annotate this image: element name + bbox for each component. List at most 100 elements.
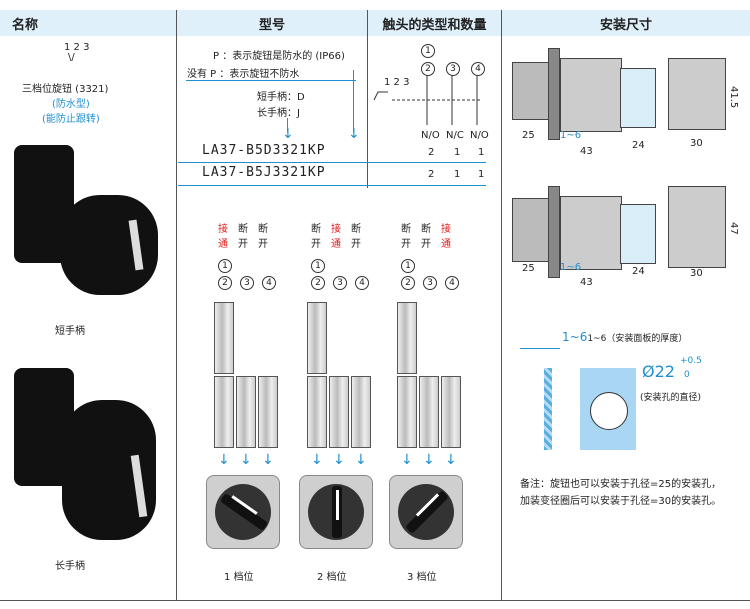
knob-front-view [299,475,373,549]
contact-circle-1: 1 [218,259,232,273]
thickness-line [520,348,560,349]
contact-circle-1: 1 [311,259,325,273]
arrow-down-icon: ↓ [240,452,252,468]
position-label: 3 档位 [407,572,437,583]
dim-41-5: 41.5 [728,86,739,109]
contact-circle-4: 4 [471,56,485,76]
dim-24: 24 [632,140,645,151]
contact-block [307,376,327,448]
panel [548,186,560,278]
divider [501,10,502,601]
contact-schematic [373,75,482,125]
contact-circle: 2 [218,276,232,290]
arrow-down-icon: ↓ [262,452,274,468]
arrow-down-icon: ↓ [401,452,413,468]
position-label: 2 档位 [317,572,347,583]
count: 1 [454,169,461,180]
count: 1 [478,147,485,158]
row-line [178,185,486,186]
dim-30: 30 [690,268,703,279]
panel-thickness-label: 1~61~6（安装面板的厚度） [562,330,688,344]
contact-block-top [214,302,234,374]
state-label: 接 [331,224,341,235]
contact-block-top [307,302,327,374]
state-label: 开 [421,239,431,250]
state-label: 通 [331,239,341,250]
front-view [668,58,726,130]
tolerance-zero: 0 [684,370,690,380]
dim-25: 25 [522,130,535,141]
body-side [560,58,622,132]
type-no: N/O [470,130,489,141]
long-code: 长手柄：J [257,108,300,119]
contact-circle: 4 [445,276,459,290]
arrow-down-icon: ↓ [445,452,457,468]
state-label: 断 [311,224,321,235]
header-name: 名称 [0,10,176,36]
header-mount: 安装尺寸 [502,10,750,36]
state-label: 通 [441,239,451,250]
anti-rotate-label: (能防止跟转) [42,114,100,125]
contact-circle-1: 1 [401,259,415,273]
diagram-positions: 1 2 3 [384,77,410,88]
contact-block [441,376,461,448]
tolerance-plus: +0.5 [680,356,702,366]
contact-block [351,376,371,448]
state-label: 断 [351,224,361,235]
knob-front-view [389,475,463,549]
type-no: N/O [421,130,440,141]
contact-circle: 2 [401,276,415,290]
knob-photo-long [62,400,156,540]
state-label: 开 [238,239,248,250]
state-label: 接 [441,224,451,235]
product-name: 三档位旋钮 (3321) [22,84,109,95]
arrow-down-icon: ↓ [423,452,435,468]
header-contacts: 触头的类型和数量 [368,10,501,36]
dim-47: 47 [728,222,739,235]
contact-circle-3: 3 [446,56,460,76]
contact-block-top [397,302,417,374]
contact-circle-1: 1 [421,38,435,58]
no-p-note: 没有 P ：表示旋钮不防水 [187,69,300,80]
count: 2 [428,147,435,158]
dim-1-6: 1~6 [560,262,582,273]
body-side [560,196,622,270]
contact-block [258,376,278,448]
model-number-2: LA37-B5J3321KP [202,165,326,180]
count: 1 [454,147,461,158]
dim-24: 24 [632,266,645,277]
contact-block [419,376,439,448]
dim-30: 30 [690,138,703,149]
model-underline [186,80,356,81]
waterproof-label: (防水型) [52,99,90,110]
long-handle-label: 长手柄 [55,561,85,572]
arrow-down-icon: ↓ [311,452,323,468]
contact-block [214,376,234,448]
divider [176,10,177,601]
arrow-down-icon: ↓ [355,452,367,468]
bottom-border [0,600,750,601]
state-label: 通 [218,239,228,250]
knob-photo-short [60,195,158,295]
dim-43: 43 [580,146,593,157]
contact-circle: 2 [311,276,325,290]
state-label: 开 [401,239,411,250]
p-note: P ：表示旋钮是防水的 (IP66) [213,51,345,62]
chevron-down-icon: \/ [68,52,75,63]
hole-diameter: Ø22 [642,362,675,381]
hole-note: (安装孔的直径) [640,393,702,403]
contact-block [620,204,656,264]
contact-circle-2: 2 [421,56,435,76]
knob-side-view [512,62,550,120]
state-label: 开 [311,239,321,250]
contact-block [620,68,656,128]
arrow-down-icon: ↓ [333,452,345,468]
divider [367,10,368,188]
knob-front-view [206,475,280,549]
state-label: 开 [258,239,268,250]
state-label: 断 [258,224,268,235]
front-view [668,186,726,268]
state-label: 开 [351,239,361,250]
count: 1 [478,169,485,180]
panel [548,48,560,140]
